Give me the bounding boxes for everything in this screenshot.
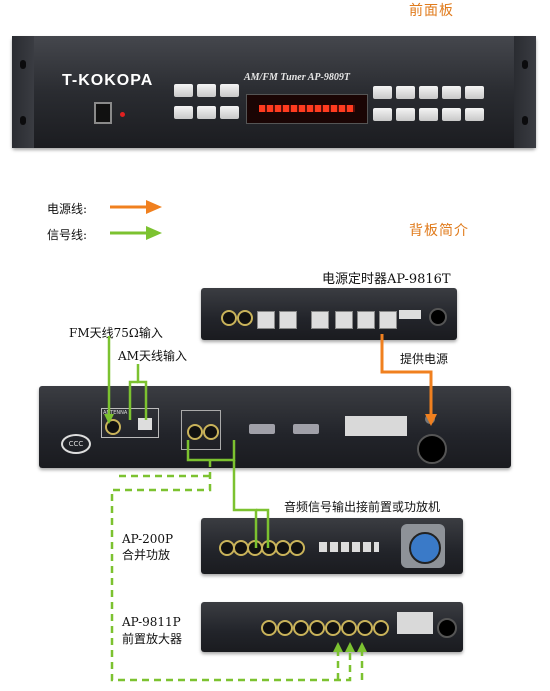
audio-out-label: 音频信号输出接前置或功放机 [284,500,441,514]
supply-label: 提供电源 [400,352,449,366]
front-button[interactable] [373,108,392,121]
cooling-fan [401,524,445,568]
amp-model-label: AP-200P [122,532,174,546]
output-panel [181,410,221,450]
front-button[interactable] [197,106,216,119]
power-switch[interactable] [94,102,112,124]
db9-port[interactable] [293,424,319,434]
pre-model-label: AP-9811P [122,615,181,629]
front-button[interactable] [174,106,193,119]
rack-ear-right [514,36,536,148]
display-window [246,94,368,124]
audio-out-jack-right[interactable] [203,424,219,440]
front-button[interactable] [419,86,438,99]
amp-name-label: 合并功放 [122,548,171,562]
power-timer-label: 电源定时器AP-9816T [322,272,451,287]
power-inlet[interactable] [417,434,447,464]
front-button[interactable] [396,86,415,99]
front-button[interactable] [197,84,216,97]
rack-ear-left [12,36,34,148]
power-arrow-icon [146,200,162,214]
back-panel-title: 背板简介 [409,223,469,239]
front-button[interactable] [373,86,392,99]
antenna-label: ANTENNA [103,410,128,416]
legend-power-label: 电源线: [47,202,88,216]
legend-signal-label: 信号线: [47,228,88,242]
front-button[interactable] [220,84,239,97]
legend-arrows [110,200,162,240]
front-button[interactable] [419,108,438,121]
brand-logo: T-KOKOPA [62,72,154,89]
db9-port[interactable] [249,424,275,434]
front-panel-title: 前面板 [409,3,454,19]
model-title: AM/FM Tuner AP-9809T [244,72,350,83]
front-button[interactable] [465,108,484,121]
front-button[interactable] [442,108,461,121]
audio-out-jack-left[interactable] [187,424,203,440]
am-antenna-terminal[interactable] [138,418,152,430]
front-panel-unit: T-KOKOPA AM/FM Tuner AP-9809T [12,36,536,148]
am-antenna-label: AM天线输入 [118,349,187,363]
warning-sticker [345,416,407,436]
front-button[interactable] [396,108,415,121]
front-button[interactable] [220,106,239,119]
power-led [120,112,125,117]
power-timer-unit [201,288,457,340]
fm-antenna-label: FM天线75Ω输入 [69,326,163,340]
front-button[interactable] [174,84,193,97]
front-button[interactable] [442,86,461,99]
signal-arrow-icon [146,226,162,240]
ccc-logo: CCC [61,434,91,454]
front-button[interactable] [465,86,484,99]
pre-9811p-unit [201,602,463,652]
pre-name-label: 前置放大器 [122,632,183,646]
power-arrow-icon [425,414,437,426]
